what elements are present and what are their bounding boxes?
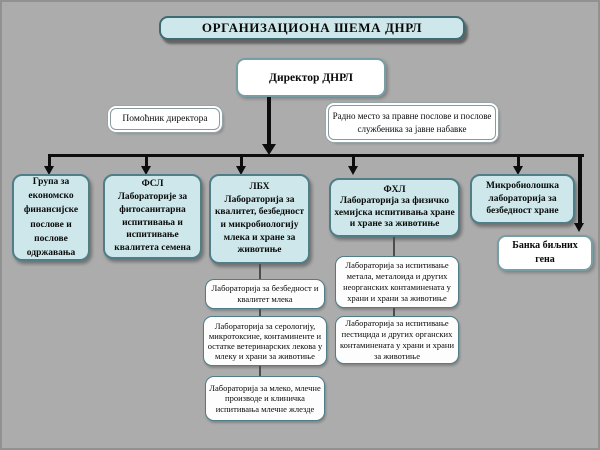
dept-node-fsl: ФСЛ Лабораторије за фитосанитарна испити…	[103, 174, 202, 259]
dept-label: Микробиолошка лабораторија за безбедност…	[486, 180, 559, 217]
dept-node-microbiology: Микробиолошка лабораторија за безбедност…	[470, 174, 575, 224]
connector-drop-line-5	[517, 154, 520, 167]
dept-label: Група за економско финансијске послове и…	[23, 176, 79, 258]
assistant-director-node: Помоћник директора	[110, 108, 220, 130]
connector-drop-arrowhead-5	[513, 166, 523, 175]
fhl-sublab-node-2: Лабораторија за испитивање пестицида и д…	[335, 316, 459, 364]
lbh-sublab-node-1: Лабораторија за безбедност и квалитет мл…	[205, 279, 325, 309]
connector-branch-bar	[48, 154, 584, 157]
connector-drop-line-1	[48, 154, 51, 167]
connector-lbh-sub-3	[259, 366, 261, 376]
connector-drop-line-2	[145, 154, 148, 167]
connector-drop-arrowhead-4	[348, 166, 358, 175]
connector-drop-arrowhead-1	[44, 166, 54, 175]
connector-trunk-arrowhead	[262, 144, 276, 155]
dept-node-economic-group: Група за економско финансијске послове и…	[12, 174, 90, 261]
connector-drop-arrowhead-2	[141, 166, 151, 175]
connector-trunk-line	[267, 97, 271, 144]
fhl-sublab-node-1: Лабораторија за испитивање метала, метал…	[335, 256, 459, 308]
connector-fhl-sub-2	[393, 308, 395, 316]
dept-acronym: ФХЛ	[383, 184, 406, 195]
lbh-sublab-node-2: Лабораторија за серологију, микротоксине…	[203, 316, 327, 366]
connector-drop-arrowhead-3	[236, 166, 246, 175]
lbh-sublab-node-3: Лабораторија за млеко, млечне производе …	[205, 376, 325, 421]
connector-lbh-sub-1	[259, 264, 261, 279]
dept-label: Лабораторија за физичко хемијска испитив…	[334, 196, 455, 229]
chart-title: ОРГАНИЗАЦИОНА ШЕМА ДНРЛ	[159, 16, 465, 40]
connector-bank-arrowhead	[574, 223, 584, 232]
connector-drop-line-3	[240, 154, 243, 167]
dept-node-fhl: ФХЛ Лабораторија за физичко хемијска исп…	[329, 178, 460, 237]
legal-office-node: Радно место за правне послове и послове …	[328, 105, 496, 140]
dept-label: Лабораторија за квалитет, безбедност и м…	[214, 194, 305, 256]
connector-lbh-sub-2	[259, 309, 261, 316]
dept-acronym: ФСЛ	[141, 179, 164, 190]
connector-fhl-sub-1	[393, 237, 395, 256]
director-node: Директор ДНРЛ	[236, 58, 386, 97]
connector-bank-line	[578, 154, 582, 223]
dept-label: Лабораторије за фитосанитарна испитивања…	[114, 191, 191, 254]
dept-node-lbh: ЛБХ Лабораторија за квалитет, безбедност…	[209, 174, 310, 264]
connector-drop-line-4	[352, 154, 355, 167]
dept-acronym: ЛБХ	[249, 182, 270, 193]
gene-bank-node: Банка биљних гена	[497, 235, 593, 271]
